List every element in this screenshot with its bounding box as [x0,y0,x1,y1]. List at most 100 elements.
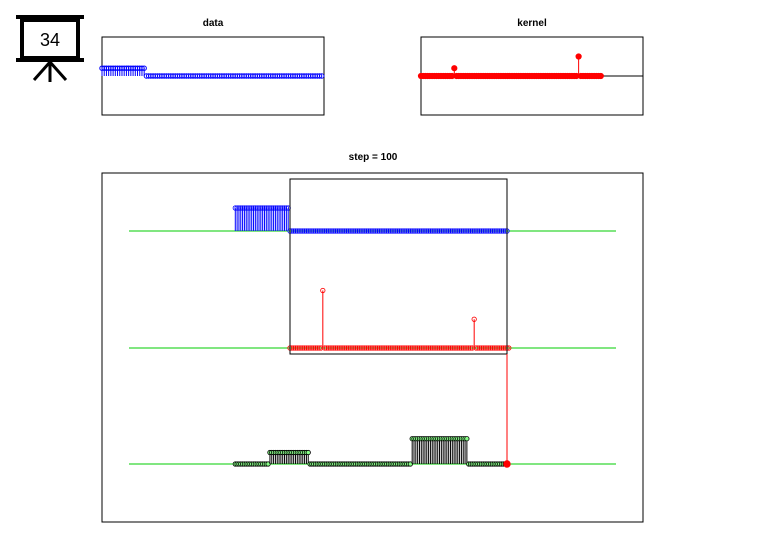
step-marker-0 [458,228,465,234]
step-marker-1 [311,345,317,351]
step-marker-1 [458,345,465,351]
step-marker-0 [376,228,382,234]
step-marker-0 [347,228,353,234]
step-marker-0 [498,228,505,234]
sliding-window-box [289,178,508,355]
step-marker-1 [303,345,310,351]
step-marker-1 [431,345,437,351]
step-marker-0 [416,228,423,234]
step-marker-0 [394,228,401,234]
step-marker-1 [320,287,326,294]
step-marker-0 [389,228,395,234]
step-marker-0 [393,228,399,234]
step-marker-1 [373,345,379,351]
step-marker-1 [382,345,388,351]
step-marker-2 [305,449,311,456]
output-connector [503,354,511,468]
step-marker-1 [300,345,306,351]
step-marker-1 [487,345,494,351]
step-marker-0 [424,228,430,234]
step-marker-0 [312,228,319,234]
step-marker-0 [338,228,344,234]
step-marker-0 [356,228,362,234]
step-marker-0 [484,228,490,234]
step-marker-0 [358,228,364,234]
step-stems [232,205,512,467]
step-marker-1 [456,345,463,351]
step-marker-1 [405,345,412,351]
step-marker-0 [462,228,468,234]
step-marker-1 [453,345,459,351]
step-marker-0 [398,228,404,234]
step-marker-1 [425,345,432,351]
presentation-board-icon [16,15,84,82]
step-marker-1 [376,345,382,351]
step-marker-1 [440,345,446,351]
step-marker-1 [393,345,399,351]
step-marker-0 [365,228,372,234]
step-marker-0 [311,228,317,234]
step-marker-1 [374,345,381,351]
step-marker-1 [309,345,315,351]
step-marker-1 [418,345,424,351]
step-marker-1 [455,345,461,351]
step-marker-1 [495,345,501,351]
step-marker-0 [331,228,337,234]
step-marker-0 [362,228,368,234]
step-marker-0 [415,228,421,234]
step-marker-0 [371,228,377,234]
step-marker-1 [367,345,373,351]
step-marker-1 [402,345,408,351]
step-marker-0 [500,228,506,234]
step-marker-1 [351,345,357,351]
data-marker [141,65,147,71]
step-marker-0 [402,228,408,234]
step-marker-0 [449,228,455,234]
step-marker-1 [447,345,454,351]
step-marker-1 [389,345,395,351]
step-marker-0 [456,228,463,234]
step-marker-0 [407,228,413,234]
kernel-marker [575,53,582,60]
step-marker-1 [353,345,359,351]
data-subplot-title: data [203,18,224,29]
step-marker-1 [358,345,364,351]
step-subplot: step = 100 [101,152,644,523]
step-marker-1 [305,345,311,351]
step-marker-1 [497,345,503,351]
step-marker-0 [323,228,330,234]
step-marker-0 [460,228,466,234]
step-marker-0 [300,228,306,234]
step-marker-1 [349,345,355,351]
step-marker-0 [411,228,417,234]
step-marker-1 [360,345,366,351]
step-marker-1 [449,345,455,351]
step-marker-0 [480,228,486,234]
step-marker-1 [411,345,417,351]
kernel-marker [451,65,458,72]
step-marker-1 [298,345,304,351]
step-marker-0 [422,228,428,234]
step-marker-0 [342,228,348,234]
step-marker-0 [309,228,315,234]
step-marker-0 [325,228,331,234]
step-marker-1 [435,345,441,351]
step-marker-0 [497,228,503,234]
kernel-subplot-title: kernel [517,18,547,29]
step-marker-0 [446,228,452,234]
step-marker-1 [331,345,337,351]
step-marker-1 [294,345,300,351]
step-marker-1 [296,345,302,351]
step-marker-0 [466,228,472,234]
step-marker-1 [347,345,353,351]
step-marker-1 [442,345,448,351]
step-marker-0 [354,228,361,234]
step-marker-1 [334,345,341,351]
step-marker-0 [400,228,406,234]
step-marker-0 [305,228,311,234]
step-marker-1 [493,345,499,351]
step-marker-1 [336,345,342,351]
step-marker-0 [385,228,392,234]
step-marker-1 [391,345,397,351]
step-marker-1 [354,345,361,351]
